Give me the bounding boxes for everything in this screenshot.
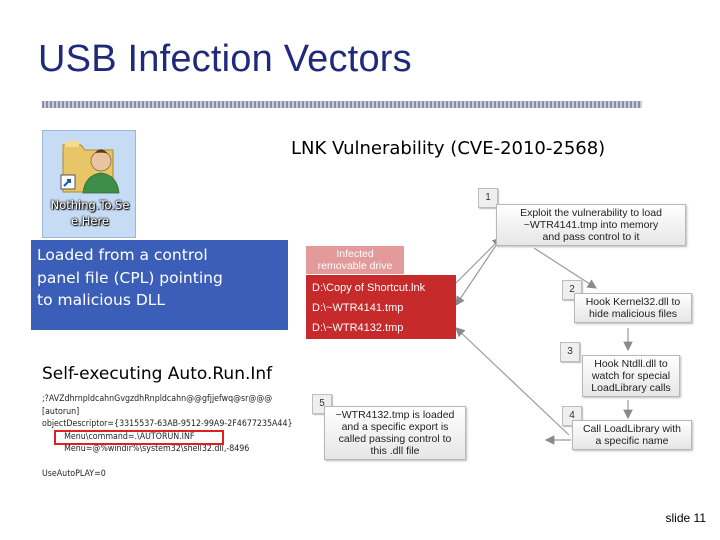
- diagram-connectors: [455, 237, 633, 445]
- lnk-exploit-diagram: 1 Exploit the vulnerability to load ~WTR…: [296, 180, 720, 485]
- drive-tag-line1: Infected: [336, 248, 374, 260]
- drive-file-list: D:\Copy of Shortcut.lnk D:\~WTR4141.tmp …: [306, 275, 456, 339]
- autorun-heading: Self-executing Auto.Run.Inf: [42, 364, 273, 384]
- step-3-line3: LoadLibrary calls: [591, 382, 671, 394]
- autorun-line: ;?AVZdhrnpldcahnGvgzdhRnpldcahn@@gfjjefw…: [42, 394, 273, 404]
- step-1-badge: 1: [478, 188, 498, 208]
- step-2-line1: Hook Kernel32.dll to: [585, 296, 681, 308]
- file-item: D:\~WTR4132.tmp: [312, 322, 404, 334]
- cpl-callout-line2: panel file (CPL) pointing: [37, 268, 223, 287]
- step-3-node: Hook Ntdll.dll to watch for special Load…: [582, 355, 680, 397]
- step-1-line1: Exploit the vulnerability to load: [520, 207, 662, 219]
- autorun-line: Menu=@%windir%\system32\shell32.dll,-849…: [64, 444, 250, 455]
- step-5-line4: this .dll file: [370, 445, 420, 457]
- autorun-line: [autorun]: [42, 406, 80, 417]
- step-2-node: Hook Kernel32.dll to hide malicious file…: [574, 293, 692, 323]
- shortcut-file-icon[interactable]: Nothing.To.Se e.Here: [42, 130, 136, 238]
- cpl-callout: Loaded from a control panel file (CPL) p…: [31, 240, 288, 330]
- step-2-line2: hide malicious files: [588, 308, 678, 320]
- slide-number: slide 11: [665, 511, 706, 525]
- cpl-callout-line1: Loaded from a control: [37, 246, 208, 264]
- step-3-line2: watch for special: [591, 370, 671, 382]
- step-1-line2: ~WTR4141.tmp into memory: [523, 219, 659, 231]
- title-divider: [42, 101, 642, 108]
- infected-drive-tag: Infected removable drive: [306, 246, 404, 274]
- autorun-line: Menu\command=.\AUTORUN.INF: [64, 431, 195, 442]
- step-3-line1: Hook Ntdll.dll to: [594, 358, 668, 370]
- step-5-line3: called passing control to: [338, 433, 452, 445]
- folder-user-icon: [60, 141, 120, 194]
- step-4-line1: Call LoadLibrary with: [582, 423, 682, 435]
- file-item: D:\~WTR4141.tmp: [312, 302, 404, 314]
- shortcut-label-line1: Nothing.To.Se: [50, 198, 130, 212]
- autorun-inf-contents: ;?AVZdhrnpldcahnGvgzdhRnpldcahn@@gfjjefw…: [42, 393, 293, 481]
- shortcut-file-label: Nothing.To.Se e.Here: [45, 197, 135, 229]
- step-1-node: Exploit the vulnerability to load ~WTR41…: [496, 204, 686, 246]
- shortcut-label-line2: e.Here: [70, 214, 109, 228]
- autorun-line: UseAutoPLAY=0: [42, 468, 106, 479]
- step-3-badge: 3: [560, 342, 580, 362]
- step-4-node: Call LoadLibrary with a specific name: [572, 420, 692, 450]
- step-5-line1: ~WTR4132.tmp is loaded: [335, 409, 455, 421]
- autorun-blank-line: [42, 456, 290, 468]
- lnk-heading: LNK Vulnerability (CVE-2010-2568): [291, 138, 606, 159]
- step-5-line2: and a specific export is: [341, 421, 449, 433]
- drive-tag-line2: removable drive: [317, 260, 393, 272]
- file-item: D:\Copy of Shortcut.lnk: [312, 282, 426, 294]
- autorun-line: objectDescriptor={3315537-63AB-9512-99A9…: [42, 419, 293, 430]
- step-5-node: ~WTR4132.tmp is loaded and a specific ex…: [324, 406, 466, 460]
- autorun-command-highlight: [54, 430, 224, 445]
- step-1-line3: and pass control to it: [542, 231, 640, 243]
- step-4-line2: a specific name: [595, 435, 669, 447]
- cpl-callout-line3: to malicious DLL: [37, 291, 166, 309]
- slide-title: USB Infection Vectors: [38, 38, 412, 80]
